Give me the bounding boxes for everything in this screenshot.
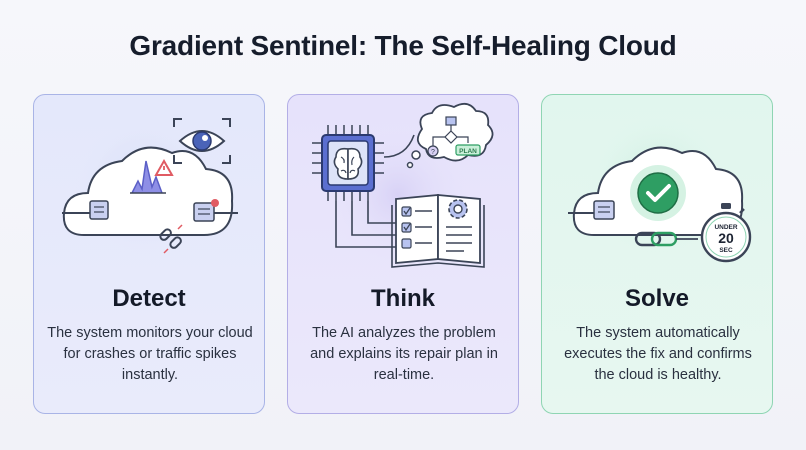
timer-top-label: UNDER (714, 224, 737, 231)
chain-link-icon (634, 231, 698, 247)
solve-illustration: UNDER 20 SEC (568, 113, 752, 263)
card-title-detect: Detect (112, 285, 186, 312)
checkmark-icon (630, 165, 686, 221)
flowchart-icon: ? PLAN (427, 116, 481, 157)
server-node-icon (89, 200, 109, 220)
svg-text:?: ? (431, 149, 435, 156)
warning-icon (154, 158, 174, 176)
detect-illustration (62, 115, 238, 255)
timer-unit-label: SEC (719, 247, 733, 254)
card-description-detect: The system monitors your cloud for crash… (47, 325, 253, 383)
plan-label: PLAN (459, 148, 477, 155)
card-think: ? PLAN (287, 94, 519, 414)
traffic-spike-icon (130, 160, 166, 194)
card-detect: Detect The system monitors your cloud fo… (33, 94, 265, 414)
timer-value: 20 (718, 230, 734, 246)
card-title-solve: Solve (624, 285, 690, 312)
card-description-think: The AI analyzes the problem and explains… (310, 325, 498, 383)
card-description-solve: The system automatically executes the fi… (564, 325, 752, 383)
stopwatch-icon: UNDER 20 SEC (700, 203, 752, 263)
page-title: Gradient Sentinel: The Self-Healing Clou… (129, 30, 677, 61)
broken-link-icon (159, 224, 183, 254)
gear-icon (448, 199, 468, 219)
checklist-icon (401, 206, 432, 249)
alert-node-icon (193, 199, 219, 222)
card-title-think: Think (371, 285, 435, 312)
think-illustration: ? PLAN (312, 102, 494, 268)
card-solve: UNDER 20 SEC Solve The system automatica… (541, 94, 773, 414)
server-node-icon (593, 200, 615, 220)
brain-icon (333, 147, 363, 180)
eye-icon (173, 118, 231, 164)
